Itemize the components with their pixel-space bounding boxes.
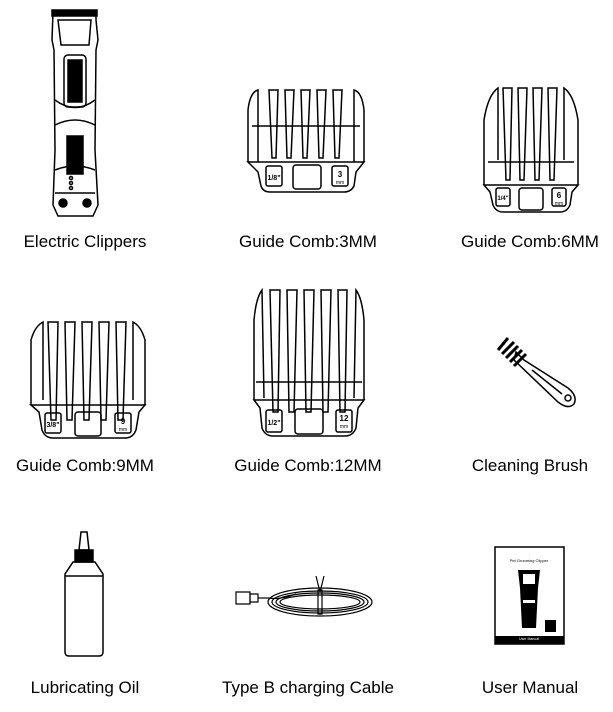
- comb-mm-mark: 12: [340, 414, 349, 423]
- electric-clippers-icon: [0, 0, 187, 230]
- comb-mm-mark: 3: [338, 170, 343, 179]
- cleaning-brush-icon: [428, 270, 613, 450]
- comb-inch-mark: 1/2": [267, 420, 280, 427]
- item-user-manual: Pet Grooming Clipper User Manual User Ma…: [428, 510, 613, 712]
- guide-comb-6mm-icon: 1/4" 6 mm: [428, 0, 613, 230]
- item-guide-comb-12mm: 1/2" 12 mm Guide Comb:12MM: [206, 270, 410, 490]
- item-cleaning-brush: Cleaning Brush: [428, 270, 613, 490]
- item-label: Cleaning Brush: [471, 456, 589, 475]
- comb-unit-mark: mm: [555, 201, 563, 207]
- item-label: Type B charging Cable: [222, 678, 394, 697]
- comb-inch-mark: 1/4": [497, 196, 508, 202]
- guide-comb-3mm-icon: 1/8" 3 mm: [206, 0, 410, 230]
- comb-unit-mark: mm: [119, 427, 127, 433]
- comb-inch-mark: 3/8": [46, 422, 59, 429]
- comb-mm-mark: 9: [121, 417, 126, 426]
- lubricating-oil-icon: [0, 510, 187, 670]
- item-electric-clippers: Electric Clippers: [0, 0, 187, 260]
- comb-inch-mark: 1/8": [267, 175, 280, 182]
- comb-mm-mark: 6: [557, 191, 562, 200]
- item-guide-comb-3mm: 1/8" 3 mm Guide Comb:3MM: [206, 0, 410, 260]
- guide-comb-9mm-icon: 3/8" 9 mm: [0, 270, 187, 450]
- item-label: Guide Comb:6MM: [461, 232, 599, 251]
- item-guide-comb-9mm: 3/8" 9 mm Guide Comb:9MM: [0, 270, 187, 490]
- manual-cover-subtitle: User Manual: [519, 637, 539, 641]
- item-guide-comb-6mm: 1/4" 6 mm Guide Comb:6MM: [428, 0, 613, 260]
- user-manual-icon: Pet Grooming Clipper User Manual: [428, 510, 613, 670]
- item-label: User Manual: [481, 678, 579, 697]
- item-charging-cable: Type B charging Cable: [206, 510, 410, 712]
- comb-unit-mark: mm: [336, 180, 344, 186]
- guide-comb-12mm-icon: 1/2" 12 mm: [206, 270, 410, 450]
- charging-cable-icon: [206, 510, 410, 670]
- item-label: Guide Comb:12MM: [234, 456, 382, 475]
- item-label: Lubricating Oil: [30, 678, 140, 697]
- manual-cover-title: Pet Grooming Clipper: [510, 558, 549, 563]
- item-label: Guide Comb:9MM: [16, 456, 154, 475]
- item-lubricating-oil: Lubricating Oil: [0, 510, 187, 712]
- item-label: Electric Clippers: [23, 232, 147, 251]
- item-label: Guide Comb:3MM: [239, 232, 377, 251]
- comb-unit-mark: mm: [340, 424, 348, 430]
